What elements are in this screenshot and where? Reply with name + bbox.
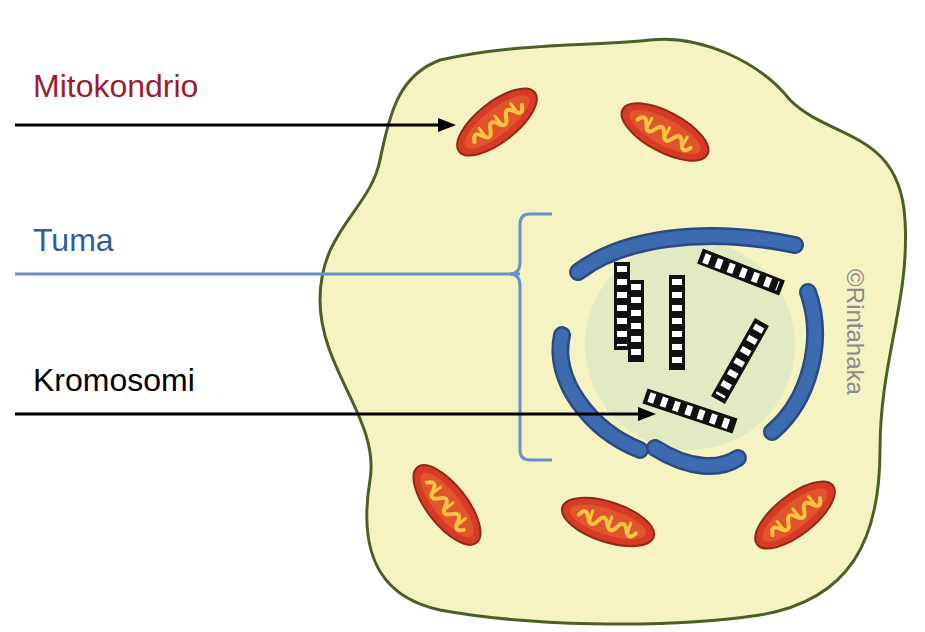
leader-lines (15, 118, 656, 460)
part-label: Kromosomi (33, 364, 195, 396)
mitochondria (402, 77, 845, 561)
nucleoplasm (585, 240, 795, 450)
part-label: Mitokondrio (33, 70, 198, 102)
nuclear-envelope (560, 236, 815, 466)
watermark: ©Rintahaka (843, 269, 867, 395)
chromosomes (622, 256, 782, 426)
part-label: Tuma (33, 224, 114, 256)
cell-membrane (320, 39, 906, 624)
bracket (510, 214, 552, 460)
